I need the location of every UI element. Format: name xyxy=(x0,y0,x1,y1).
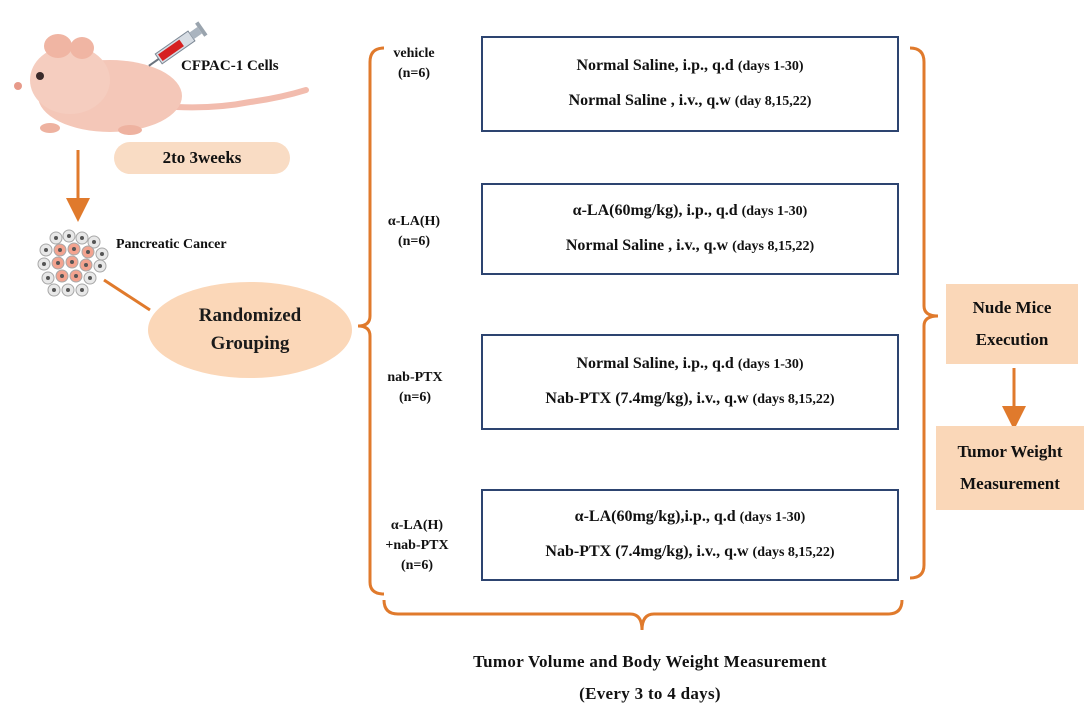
treatment-box-ala: α-LA(60mg/kg), i.p., q.d (days 1-30) Nor… xyxy=(481,183,899,275)
group-label-combo: α-LA(H) +nab-PTX (n=6) xyxy=(385,518,449,573)
tumor-weight-box: Tumor Weight Measurement xyxy=(936,426,1084,510)
cancer-cells-icon xyxy=(37,229,109,297)
group-label-ala: α-LA(H) (n=6) xyxy=(387,214,441,249)
bottom-measurement-frequency: (Every 3 to 4 days) xyxy=(579,684,721,703)
nude-mouse-illustration xyxy=(10,20,310,138)
randomized-line2: Grouping xyxy=(210,333,290,354)
treatment-box-nab-ptx: Normal Saline, i.p., q.d (days 1-30) Nab… xyxy=(481,334,899,430)
duration-pill: 2to 3weeks xyxy=(114,142,290,174)
cancer-label: Pancreatic Cancer xyxy=(116,237,227,252)
randomized-grouping-node: Randomized Grouping xyxy=(148,282,352,378)
cells-label: CFPAC-1 Cells xyxy=(181,58,279,74)
right-group-bracket xyxy=(909,46,939,580)
randomized-line1: Randomized xyxy=(198,305,302,326)
bottom-measurement-title: Tumor Volume and Body Weight Measurement xyxy=(473,652,827,671)
treatment-box-combo: α-LA(60mg/kg),i.p., q.d (days 1-30) Nab-… xyxy=(481,489,899,581)
left-group-bracket xyxy=(357,46,385,596)
syringe-icon xyxy=(148,21,208,67)
line-cells-to-grouping xyxy=(103,278,151,312)
group-label-nab-ptx: nab-PTX (n=6) xyxy=(387,370,443,405)
group-label-vehicle: vehicle (n=6) xyxy=(393,46,435,81)
treatment-box-vehicle: Normal Saline, i.p., q.d (days 1-30) Nor… xyxy=(481,36,899,132)
nude-mice-execution-box: Nude Mice Execution xyxy=(946,284,1078,364)
bottom-bracket xyxy=(382,599,904,631)
